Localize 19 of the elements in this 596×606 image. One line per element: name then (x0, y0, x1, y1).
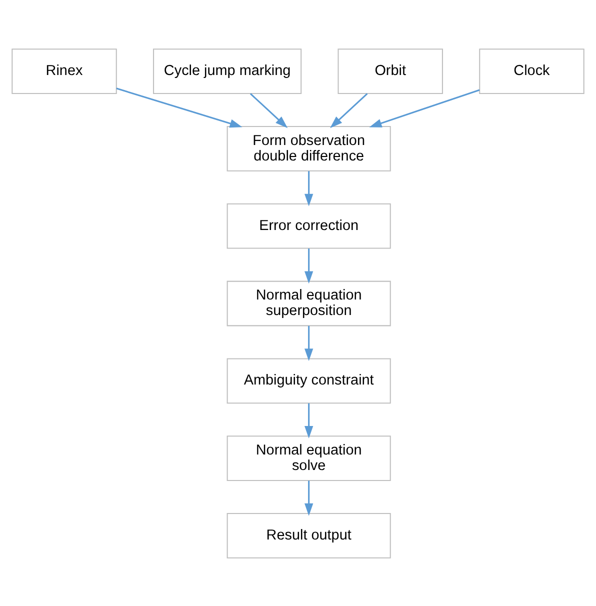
arrow (369, 88, 480, 127)
arrow (250, 92, 288, 128)
arrow (304, 248, 314, 284)
arrow (330, 92, 368, 128)
node-box: Normal equation solve (226, 435, 391, 480)
node-box: Ambiguity constraint (226, 358, 391, 404)
arrow (116, 87, 242, 128)
arrow (304, 325, 314, 361)
node-box: Error correction (226, 202, 391, 248)
arrow (304, 402, 314, 438)
node-box: Rinex (12, 48, 117, 94)
node-box: Cycle jump marking (153, 48, 302, 94)
node-box: Orbit (338, 48, 443, 94)
arrow (304, 480, 314, 516)
node-box: Clock (479, 48, 584, 94)
node-box: Normal equation superposition (226, 280, 391, 326)
node-box: Form observation double difference (226, 126, 391, 171)
arrow (304, 170, 314, 206)
node-box: Result output (226, 512, 391, 558)
